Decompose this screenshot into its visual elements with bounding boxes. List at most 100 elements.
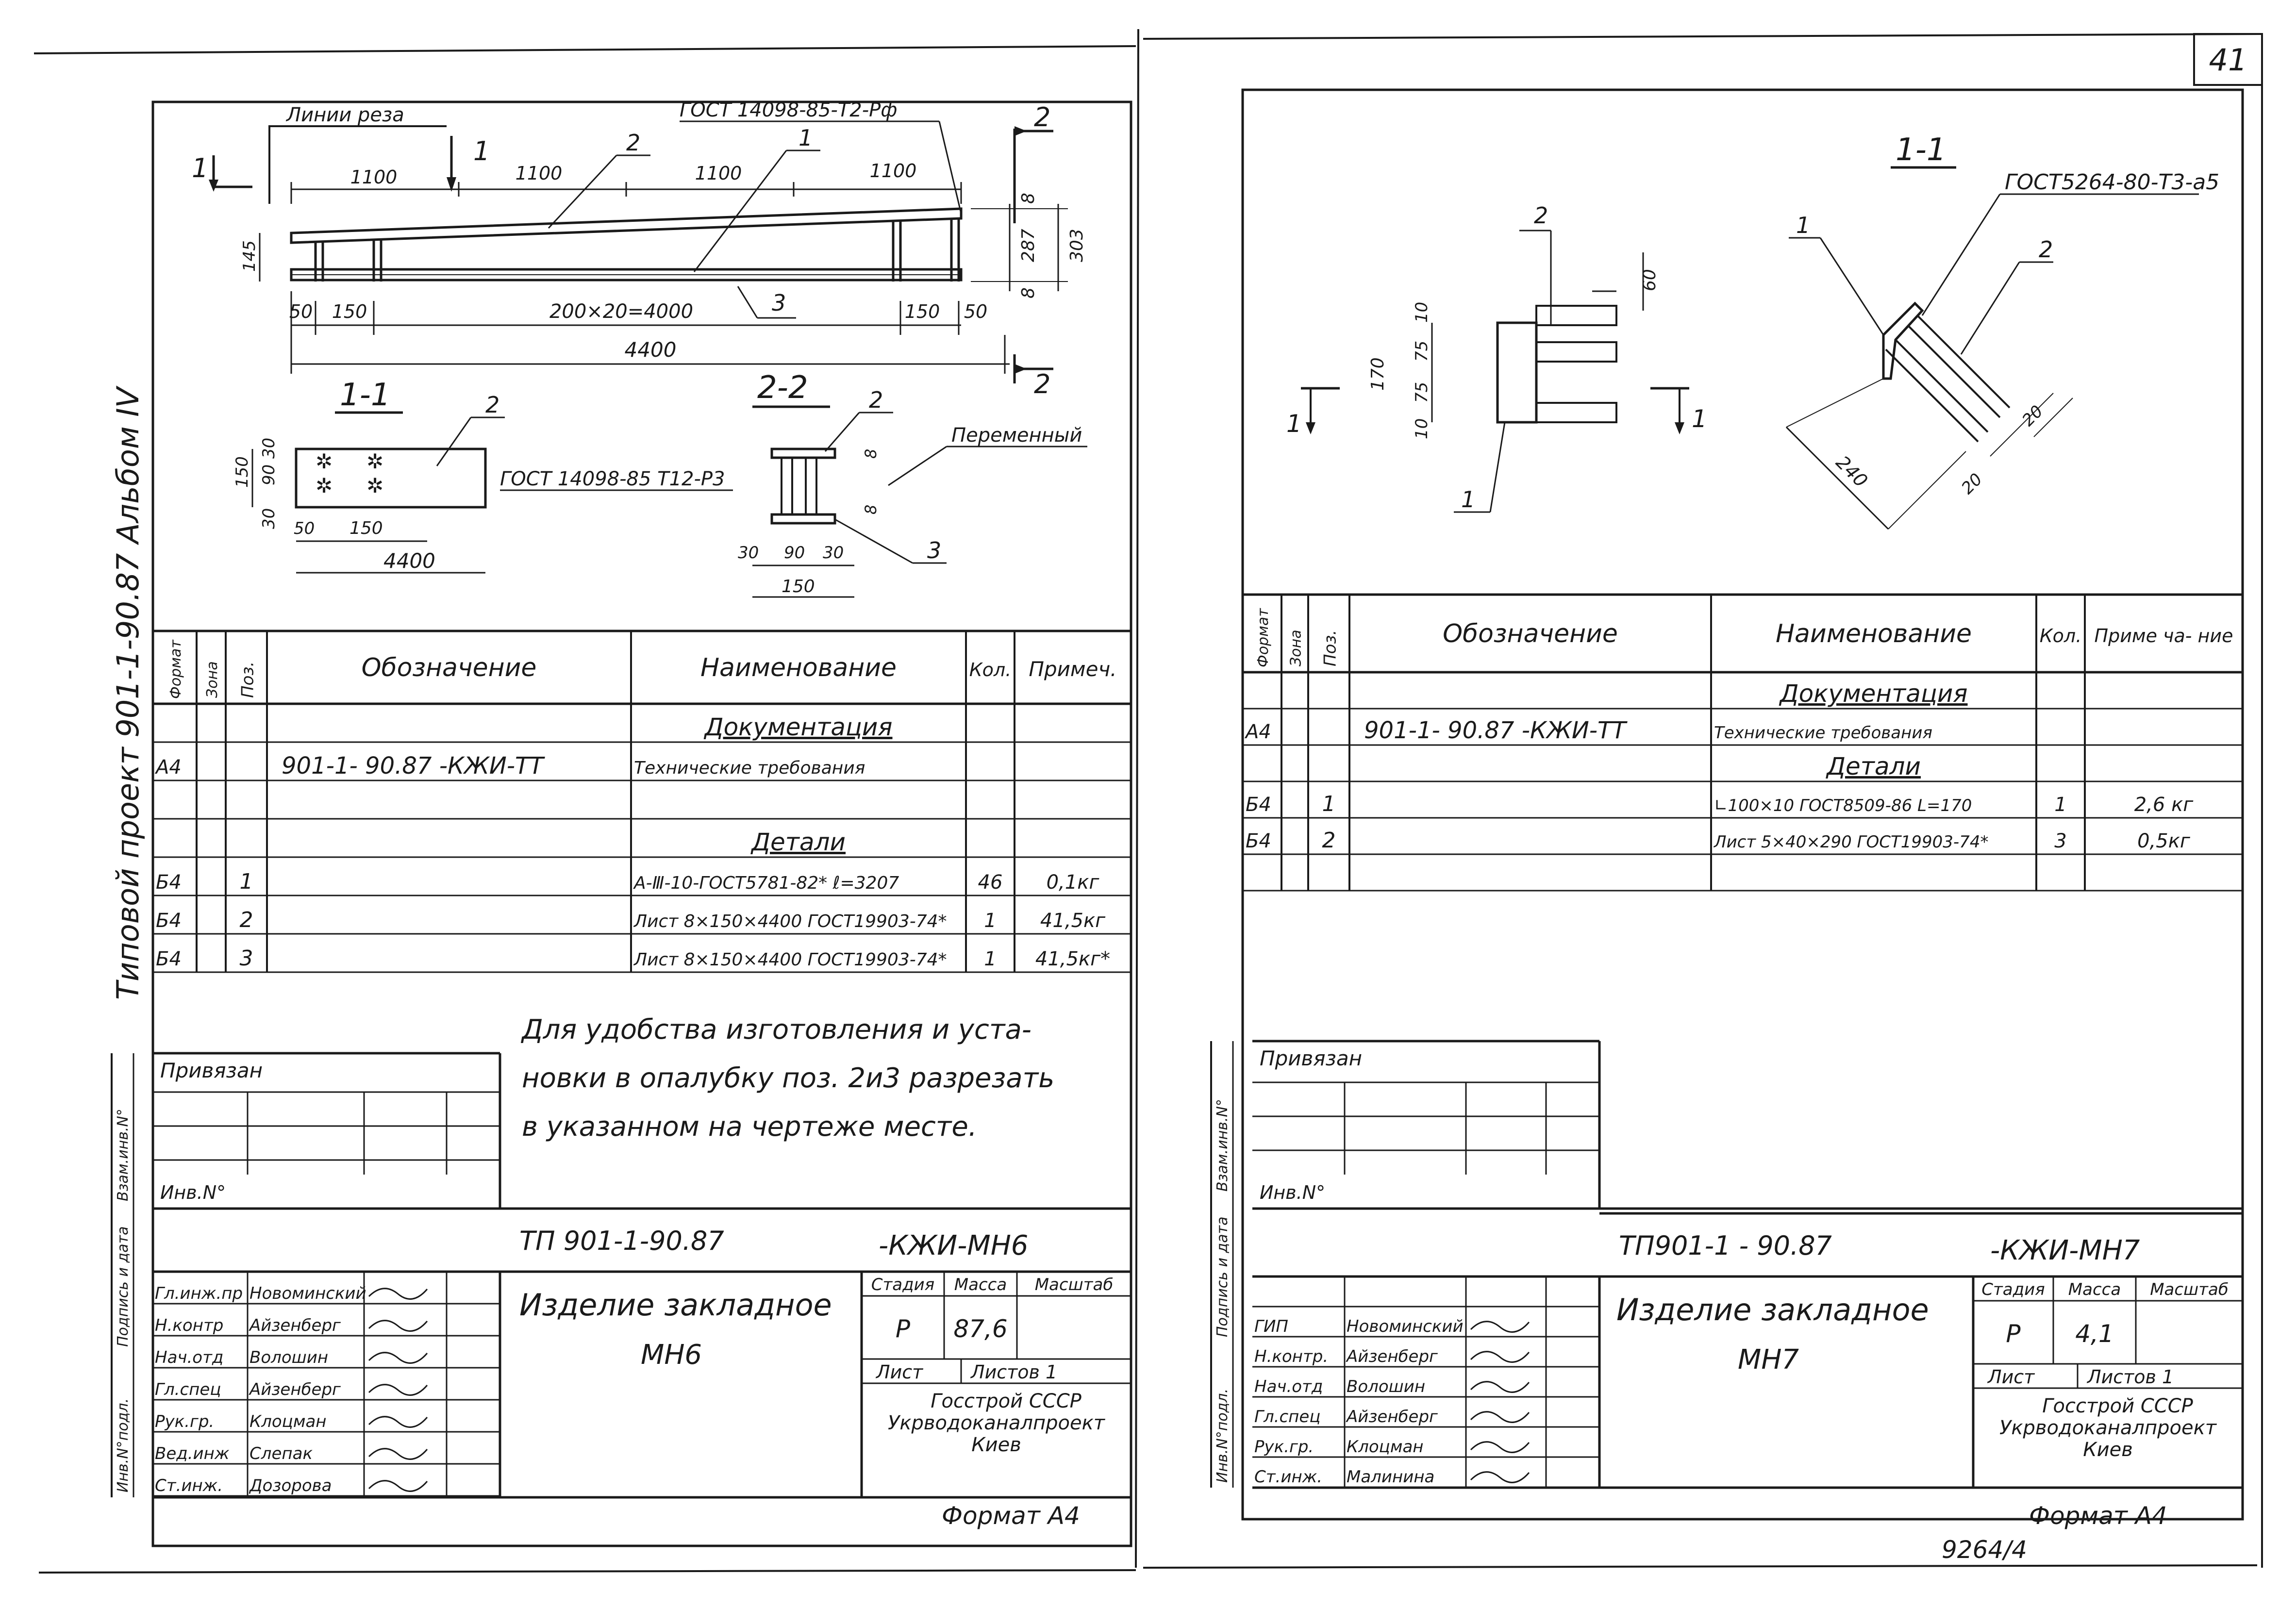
cell-qty: 1 bbox=[984, 910, 996, 932]
dim-right: 8 bbox=[1018, 287, 1038, 298]
sec22-dim: 150 bbox=[782, 577, 815, 597]
left-section-2-2: 2-2 2 Переменный 8 8 3 30 90 30 150 bbox=[738, 370, 1087, 598]
dim-bottom: 50 bbox=[964, 301, 987, 322]
mass-value: 87,6 bbox=[953, 1315, 1007, 1343]
header-format: Формат bbox=[1255, 608, 1272, 667]
stage-value: Р bbox=[2006, 1320, 2021, 1348]
cell-pos: 2 bbox=[1322, 828, 1336, 853]
sec22-dim: 30 bbox=[738, 543, 759, 563]
weld-ref-mid: ГОСТ 14098-85 Т12-Р3 bbox=[500, 468, 725, 490]
header-designation: Обозначение bbox=[362, 653, 537, 682]
role-label: Н.контр bbox=[155, 1316, 223, 1335]
right-format-label: Формат А4 bbox=[2029, 1502, 2167, 1530]
org-line: Укрводоканалпроект bbox=[888, 1412, 1106, 1434]
cell-designation: 901-1- 90.87 -КЖИ-ТТ bbox=[1364, 717, 1628, 744]
dim-left: 75 bbox=[1412, 341, 1431, 362]
cell-name: Лист 8×150×4400 ГОСТ19903-74* bbox=[633, 950, 947, 970]
pos-mark: 3 bbox=[927, 537, 941, 564]
role-label: Ст.инж. bbox=[1254, 1467, 1322, 1487]
dim-total: 4400 bbox=[625, 338, 677, 362]
dim-bottom: 200×20=4000 bbox=[549, 300, 693, 323]
role-label: Гл.спец bbox=[155, 1380, 221, 1399]
role-label: Вед.инж bbox=[155, 1444, 230, 1463]
pos-mark: 2 bbox=[869, 387, 883, 413]
item-title-code: МН7 bbox=[1738, 1344, 1799, 1376]
sheet-code: -КЖИ-МН6 bbox=[879, 1230, 1028, 1261]
pos-mark: 2 bbox=[485, 392, 499, 418]
person-name: Айзенберг bbox=[249, 1316, 341, 1335]
cell-name: Технические требования bbox=[634, 758, 865, 778]
role-label: Гл.инж.пр bbox=[155, 1284, 243, 1303]
role-label: Ст.инж. bbox=[155, 1476, 223, 1495]
role-label: Гл.спец bbox=[1254, 1407, 1320, 1426]
section-1-1-title: 1-1 bbox=[1896, 132, 1947, 168]
signature bbox=[1470, 1381, 1530, 1393]
mass-value: 4,1 bbox=[2075, 1320, 2114, 1348]
signature bbox=[368, 1448, 428, 1460]
person-name: Волошин bbox=[250, 1348, 328, 1367]
header-zone: Зона bbox=[204, 661, 221, 698]
left-title-block: Инв.N°подл.Подпись и датаВзам.инв.N°Прив… bbox=[111, 1052, 1131, 1499]
note-line: Для удобства изготовления и уста- bbox=[520, 1014, 1032, 1045]
signature bbox=[1470, 1471, 1530, 1483]
dim-right: 8 bbox=[1018, 193, 1038, 204]
section-arrow-mark: 2 bbox=[1034, 369, 1050, 399]
cell-name: ∟100×10 ГОСТ8509-86 L=170 bbox=[1714, 796, 1972, 815]
role-label: ГИП bbox=[1254, 1317, 1288, 1336]
cell-qty: 3 bbox=[2054, 830, 2066, 852]
sec22-dim: 90 bbox=[784, 543, 805, 563]
stage-header: Стадия bbox=[1981, 1280, 2045, 1299]
signature bbox=[368, 1352, 428, 1364]
page-number: 41 bbox=[2209, 42, 2247, 78]
org-line: Госстрой СССР bbox=[2042, 1395, 2193, 1417]
cell-pos: 3 bbox=[240, 946, 253, 971]
section-2-2-title: 2-2 bbox=[757, 370, 808, 406]
item-title-code: МН6 bbox=[641, 1339, 702, 1371]
sec11-dim: 50 bbox=[294, 519, 315, 538]
signature bbox=[368, 1416, 428, 1428]
header-qty: Кол. bbox=[969, 659, 1012, 680]
svg-text:✲: ✲ bbox=[316, 474, 333, 497]
weld-ref: ГОСТ5264-80-Т3-а5 bbox=[2005, 170, 2219, 195]
cell-format: Б4 bbox=[156, 948, 182, 970]
section-arrow-mark: 1 bbox=[192, 153, 208, 183]
privyazan-label: Привязан bbox=[160, 1059, 263, 1082]
cell-section-name: Детали bbox=[750, 828, 846, 856]
pos-mark: 2 bbox=[1534, 202, 1548, 229]
scale-header: Масштаб bbox=[2150, 1280, 2229, 1299]
cell-designation: 901-1- 90.87 -КЖИ-ТТ bbox=[282, 752, 545, 779]
person-name: Клоцман bbox=[1347, 1437, 1424, 1457]
person-name: Айзенберг bbox=[249, 1380, 341, 1399]
org-line: Укрводоканалпроект bbox=[1999, 1417, 2217, 1439]
inv-label: Инв.N° bbox=[1260, 1182, 1325, 1203]
sheet-label: Лист bbox=[1987, 1366, 2035, 1388]
svg-text:✲: ✲ bbox=[366, 474, 383, 497]
pos-mark: 2 bbox=[626, 130, 640, 156]
note-line: новки в опалубку поз. 2и3 разрезать bbox=[522, 1062, 1054, 1094]
side-stamp: Подпись и дата bbox=[115, 1227, 132, 1347]
cell-note: 2,6 кг bbox=[2134, 794, 2194, 816]
side-stamp: Инв.N°подл. bbox=[115, 1398, 132, 1492]
person-name: Айзенберг bbox=[1346, 1347, 1438, 1366]
header-pos: Поз. bbox=[238, 662, 258, 698]
cell-name: Лист 8×150×4400 ГОСТ19903-74* bbox=[633, 912, 947, 931]
cell-qty: 1 bbox=[984, 948, 996, 970]
dim-left: 10 bbox=[1412, 418, 1431, 439]
cell-pos: 1 bbox=[1322, 792, 1336, 816]
header-zone: Зона bbox=[1288, 630, 1305, 666]
dim-bottom: 150 bbox=[905, 301, 940, 322]
signature bbox=[1470, 1351, 1530, 1363]
cut-lines-label: Линии реза bbox=[285, 104, 404, 126]
dim-top: 1100 bbox=[870, 160, 917, 182]
right-section-1-1: 1-1 ГОСТ5264-80-Т3-а5 1 2 24 bbox=[1785, 132, 2219, 530]
item-title: Изделие закладное bbox=[519, 1287, 832, 1323]
right-plan-view: 2 60 170 10 75 75 10 1 bbox=[1286, 202, 1707, 513]
sec11-dim: 150 bbox=[349, 518, 383, 538]
cell-section-name: Документация bbox=[704, 713, 893, 741]
header-designation: Обозначение bbox=[1443, 619, 1618, 648]
sec11-dim: 150 bbox=[233, 456, 252, 488]
sec11-dim: 30 bbox=[259, 508, 279, 529]
person-name: Новоминский bbox=[250, 1284, 366, 1303]
stage-header: Стадия bbox=[871, 1275, 934, 1294]
side-stamp: Взам.инв.N° bbox=[1214, 1099, 1231, 1192]
